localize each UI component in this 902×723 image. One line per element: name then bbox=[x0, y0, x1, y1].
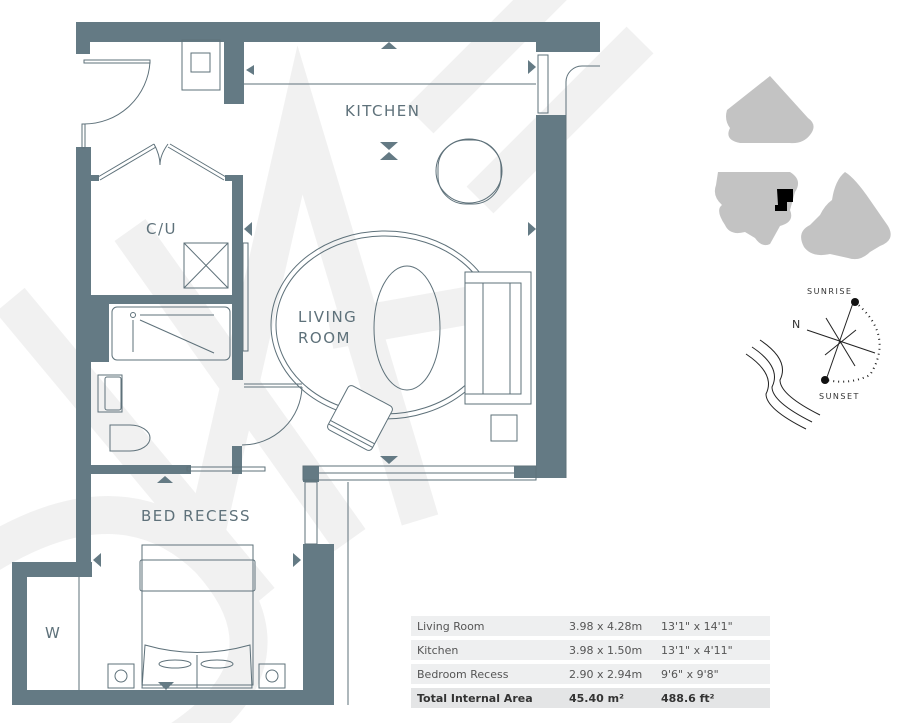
room-imperial: 13'1" x 14'1" bbox=[655, 616, 770, 636]
room-imperial: 9'6" x 9'8" bbox=[655, 664, 770, 684]
total-row: Total Internal Area 45.40 m² 488.6 ft² bbox=[411, 688, 770, 708]
room-imperial: 13'1" x 4'11" bbox=[655, 640, 770, 660]
label-sunrise: SUNRISE bbox=[807, 287, 852, 296]
fixtures bbox=[78, 39, 600, 705]
total-metric: 45.40 m² bbox=[563, 688, 655, 708]
sunset-dot bbox=[821, 376, 829, 384]
site-key-plan bbox=[714, 76, 891, 260]
area-schedule-table: Living Room 3.98 x 4.28m 13'1" x 14'1" K… bbox=[411, 612, 770, 712]
elevation-markers bbox=[93, 42, 536, 690]
sunrise-dot bbox=[851, 298, 859, 306]
table-row: Bedroom Recess 2.90 x 2.94m 9'6" x 9'8" bbox=[411, 664, 770, 684]
label-kitchen: KITCHEN bbox=[345, 102, 421, 120]
unit-location-marker bbox=[775, 189, 793, 211]
walls bbox=[12, 22, 600, 705]
label-cupboard: C/U bbox=[146, 220, 177, 238]
table-row: Living Room 3.98 x 4.28m 13'1" x 14'1" bbox=[411, 616, 770, 636]
room-metric: 3.98 x 1.50m bbox=[563, 640, 655, 660]
label-bed-recess: BED RECESS bbox=[141, 507, 251, 525]
label-sunset: SUNSET bbox=[819, 392, 860, 401]
total-imperial: 488.6 ft² bbox=[655, 688, 770, 708]
label-living-line1: LIVING bbox=[298, 308, 357, 326]
room-metric: 3.98 x 4.28m bbox=[563, 616, 655, 636]
label-living-line2: ROOM bbox=[298, 329, 351, 347]
label-wardrobe: W bbox=[45, 624, 61, 642]
room-metric: 2.90 x 2.94m bbox=[563, 664, 655, 684]
room-name: Living Room bbox=[411, 616, 563, 636]
total-label: Total Internal Area bbox=[411, 688, 563, 708]
room-name: Bedroom Recess bbox=[411, 664, 563, 684]
table-row: Kitchen 3.98 x 1.50m 13'1" x 4'11" bbox=[411, 640, 770, 660]
draft-watermark bbox=[0, 0, 654, 723]
compass bbox=[745, 301, 881, 430]
label-north: N bbox=[792, 318, 802, 331]
room-name: Kitchen bbox=[411, 640, 563, 660]
